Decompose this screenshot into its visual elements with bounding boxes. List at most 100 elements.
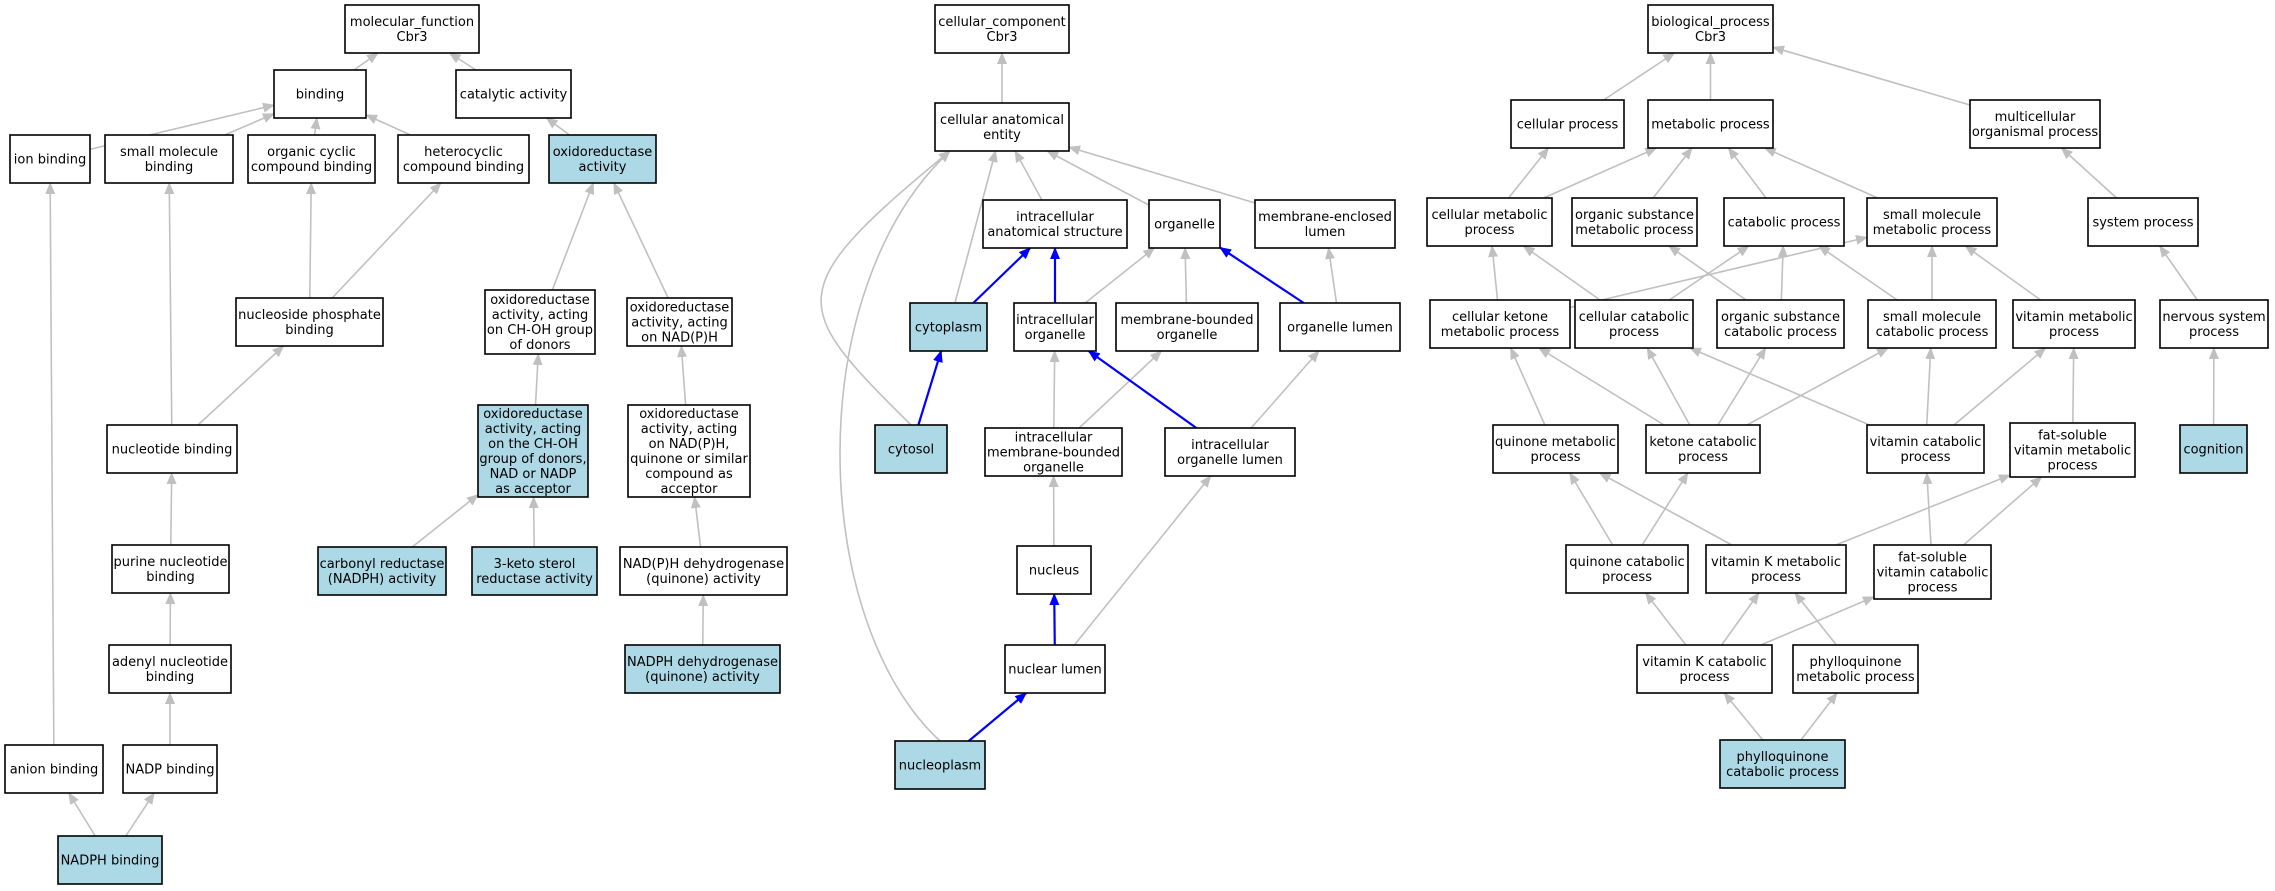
edge-cellular-metabolic-to-metabolic-process [1543, 147, 1658, 199]
edge-quinone-catabolic-to-quinone-metabolic [1569, 472, 1614, 546]
edge-nuclear-lumen-to-intra-organelle-lumen [1073, 475, 1212, 646]
node-label-line: process [2048, 459, 2098, 474]
node-nuclear-lumen: nuclear lumen [1004, 644, 1106, 694]
node-label-line: NADPH binding [61, 854, 160, 869]
edge-oxidoreductase-activity-to-catalytic-activity [545, 117, 571, 136]
node-label-line: phylloquinone [1810, 655, 1902, 670]
node-label-line: membrane-bounded [987, 446, 1120, 461]
node-label-line: organelle [1023, 461, 1084, 476]
node-nadph-binding: NADPH binding [57, 835, 163, 885]
node-label-line: reductase activity [476, 572, 593, 587]
edge-fat-soluble-vitamin-metabolic-to-vitamin-metabolic [2068, 347, 2079, 424]
edge-organic-substance-catabolic-to-catabolic-process [1777, 245, 1788, 301]
edge-multicellular-to-bp-root [1772, 45, 1971, 106]
edge-purine-nucleotide-to-nucleotide-binding [166, 472, 177, 546]
node-label-line: organelle lumen [1287, 321, 1393, 336]
edge-nucleoplasm-to-nuclear-lumen [968, 692, 1028, 742]
node-label-line: Cbr3 [397, 30, 428, 45]
node-label-line: intracellular [1015, 431, 1093, 446]
node-cytosol: cytosol [874, 424, 948, 474]
node-label-line: activity, acting [492, 308, 589, 323]
node-box [1571, 197, 1698, 247]
node-box [1969, 99, 2101, 149]
edge-small-molecule-binding-to-binding [224, 113, 275, 136]
node-box [455, 69, 572, 119]
node-label-line: (quinone) activity [646, 572, 761, 587]
node-label-line: membrane-bounded [1120, 313, 1253, 328]
edge-quinone-metabolic-to-cellular-ketone [1509, 347, 1546, 426]
node-label-line: on NAD(P)H, [649, 437, 730, 452]
node-box [1647, 99, 1774, 149]
edge-ketone-catabolic-to-cellular-catabolic [1646, 347, 1691, 426]
node-box [1723, 197, 1845, 247]
edge-cellular-ketone-to-cellular-metabolic [1488, 245, 1499, 301]
node-label-line: quinone or similar [630, 452, 748, 467]
edge-nucleoplasm-to-cellular-anatomical [839, 150, 951, 742]
edge-oxido-chogroup-nad-to-oxido-chogroup [532, 353, 543, 406]
node-label-line: activity [579, 160, 627, 175]
node-box [9, 134, 91, 184]
node-label-line: metabolic process [1796, 670, 1915, 685]
node-label-line: organelle [1154, 218, 1215, 233]
node-box [934, 102, 1070, 152]
edge-fat-soluble-vitamin-catabolic-to-fat-soluble-vitamin-metabolic [1962, 476, 2043, 546]
node-label-line: compound binding [251, 160, 372, 175]
node-label-line: (NADPH) activity [328, 572, 437, 587]
edge-organic-substance-metabolic-to-metabolic-process [1652, 147, 1693, 199]
node-label-line: anion binding [10, 763, 99, 778]
node-label-line: small molecule [1883, 208, 1981, 223]
node-label-line: of donors [509, 338, 570, 353]
node-nucleus: nucleus [1016, 545, 1092, 595]
node-box [984, 427, 1123, 477]
node-label-line: NADPH dehydrogenase [627, 655, 778, 670]
node-box [1636, 644, 1773, 694]
edge-phylloquinone-metabolic-to-vitamin-k-metabolic [1794, 592, 1838, 646]
node-box [108, 644, 232, 694]
node-box [1426, 197, 1553, 247]
node-label-line: group of donors, [479, 452, 586, 467]
node-label-line: intracellular [1191, 438, 1269, 453]
node-label-line: lumen [1305, 225, 1346, 240]
node-label-line: organelle [1025, 328, 1086, 343]
edge-fat-soluble-vitamin-catabolic-to-vitamin-catabolic [1922, 472, 1933, 546]
node-box [397, 134, 530, 184]
node-binding: binding [273, 69, 367, 119]
node-label-line: nucleoside phosphate [238, 308, 381, 323]
edge-binding-to-mf-root [353, 52, 379, 71]
node-label-line: biological_process [1651, 15, 1770, 30]
node-box [548, 134, 657, 184]
node-label-line: nuclear lumen [1008, 663, 1101, 678]
edge-oxido-chogroup-to-oxidoreductase-activity [551, 182, 595, 291]
node-box [1574, 299, 1694, 349]
node-nadph-dehydrogenase-q2: NADPH dehydrogenase(quinone) activity [624, 644, 781, 694]
node-label-line: Cbr3 [1695, 30, 1726, 45]
node-label-line: activity, acting [631, 316, 728, 331]
node-label-line: organelle [1157, 328, 1218, 343]
edge-small-molecule-catabolic-to-catabolic-process [1817, 245, 1898, 301]
node-box [2009, 422, 2136, 478]
edge-ketone-catabolic-to-small-molecule-catabolic [1746, 347, 1889, 426]
node-label-line: process [1751, 570, 1801, 585]
edge-vitamin-catabolic-to-small-molecule-catabolic [1925, 347, 1936, 426]
node-box [1279, 302, 1401, 352]
node-label-line: NADP binding [125, 763, 214, 778]
node-system-process: system process [2087, 197, 2199, 247]
edge-nuclear-lumen-to-nucleus [1049, 593, 1060, 646]
node-anion-binding: anion binding [4, 744, 104, 794]
edge-oxido-nadph-quinone-to-oxido-nadph [677, 345, 688, 406]
node-ion-binding: ion binding [9, 134, 91, 184]
edge-heterocyclic-to-binding [365, 114, 411, 136]
